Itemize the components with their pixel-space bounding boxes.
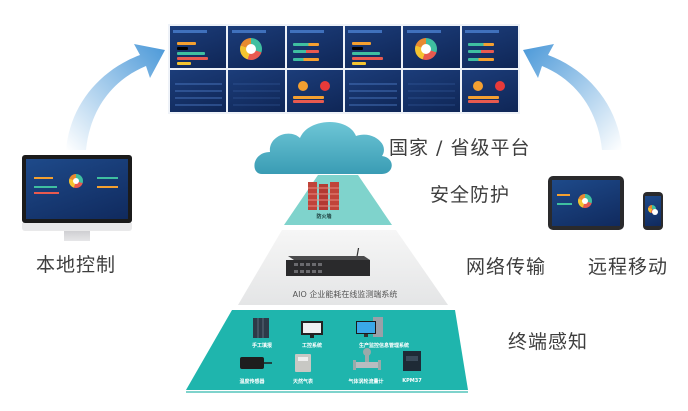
wall-panel	[461, 26, 518, 68]
server-cabinet-icon	[253, 318, 269, 338]
label-remote: 远程移动	[588, 256, 669, 278]
terminal-caption: 工控系统	[301, 343, 323, 349]
monitor-chin	[22, 223, 132, 231]
gas-meter-icon	[295, 354, 311, 372]
gateway-caption: AIO 企业能耗在线监测端系统	[292, 290, 398, 299]
tablet-icon	[548, 176, 624, 230]
terminal-caption: 手工填报	[251, 343, 273, 349]
phone-icon	[643, 192, 663, 230]
terminal-caption: 天然气表	[292, 379, 314, 385]
terminal-caption: 气体涡轮流量计	[348, 379, 384, 385]
wall-panel	[344, 26, 402, 68]
wall-panel	[228, 26, 285, 68]
flowmeter-icon	[353, 348, 381, 370]
arrow-remote-to-platform	[523, 44, 622, 150]
monitor-icon	[301, 321, 323, 338]
terminal-caption: 生产监控信息管理系统	[358, 343, 410, 349]
sensor-icon	[240, 357, 272, 369]
label-terminal: 终端感知	[508, 331, 589, 353]
wall-panel	[403, 70, 460, 112]
label-local: 本地控制	[36, 254, 117, 276]
label-security: 安全防护	[430, 184, 511, 206]
terminal-caption: KPM37	[402, 378, 422, 384]
cloud-icon	[254, 121, 392, 174]
firewall-caption: 防火墙	[316, 214, 332, 220]
video-wall	[168, 24, 520, 114]
terminal-caption: 温度传感器	[239, 379, 265, 385]
firewall-icon	[308, 182, 339, 210]
wall-panel	[228, 70, 285, 112]
wall-panel	[286, 26, 343, 68]
monitor-stand	[64, 231, 90, 241]
wall-panel	[170, 70, 227, 112]
server-rack-icon	[286, 248, 370, 276]
wall-panel	[403, 26, 460, 68]
wall-panel	[461, 70, 518, 112]
desktop-monitor-icon	[22, 155, 132, 223]
arrow-local-to-platform	[66, 44, 165, 150]
power-meter-icon	[403, 351, 421, 371]
desktop-pc-icon	[356, 317, 383, 337]
wall-panel	[286, 70, 343, 112]
layer-terminal	[186, 310, 468, 390]
wall-panel	[170, 26, 227, 68]
label-network: 网络传输	[466, 256, 547, 278]
label-platform: 国家 / 省级平台	[389, 137, 531, 159]
wall-panel	[344, 70, 402, 112]
